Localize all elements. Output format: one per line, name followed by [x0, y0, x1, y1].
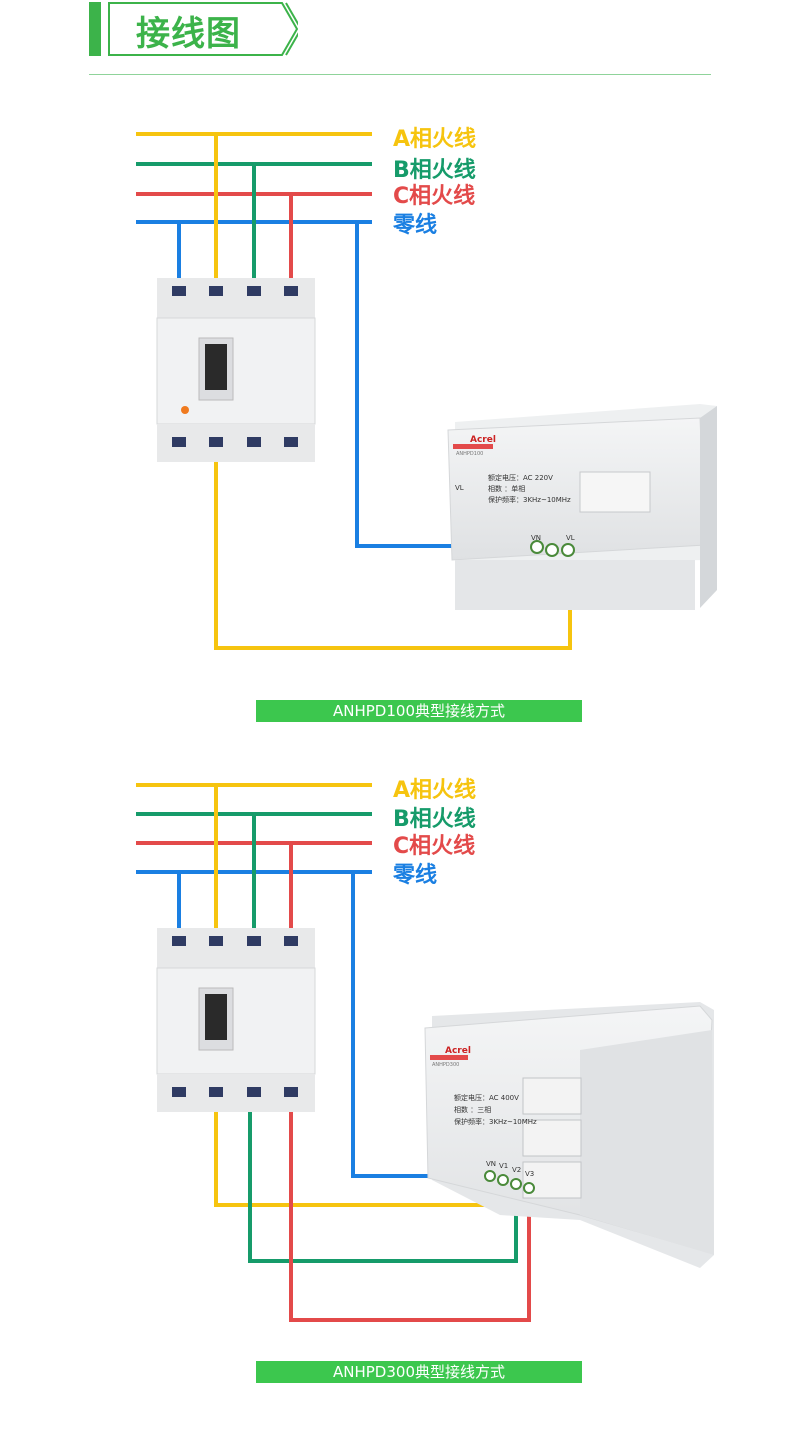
circuit-breaker-2 [156, 928, 316, 1112]
legend-neutral: 零线 [393, 213, 438, 238]
legend-phase-b-2: B相火线 [393, 807, 476, 832]
device1-terminal-vn: VN [531, 534, 541, 542]
device2-terminal-v1: V1 [499, 1162, 508, 1170]
legend-phase-c: C相火线 [393, 184, 476, 209]
legend-phase-a: A相火线 [393, 127, 477, 152]
device2-model: ANHPD300 [432, 1062, 459, 1068]
legend-phase-c-2: C相火线 [393, 834, 476, 859]
device1-spec-0: 额定电压：AC 220V [488, 473, 553, 482]
header-accent-bar [89, 2, 101, 56]
device2-terminal-vn: VN [486, 1160, 496, 1168]
device2-spec-1: 相数 ：三相 [454, 1105, 491, 1114]
legend-phase-b: B相火线 [393, 158, 476, 183]
device2-terminal-v2: V2 [512, 1166, 521, 1174]
device2-spec-2: 保护频率：3KHz~10MHz [454, 1117, 537, 1126]
legend-neutral-2: 零线 [393, 863, 438, 888]
device1-model: ANHPD100 [456, 451, 483, 457]
diagram-anhpd100: Acrel ANHPD100 额定电压：AC 220V 相数 ：单相 保护频率：… [136, 132, 717, 650]
spd-device-anhpd100: Acrel ANHPD100 额定电压：AC 220V 相数 ：单相 保护频率：… [447, 404, 717, 610]
device2-brand: Acrel [445, 1046, 471, 1056]
device1-side-label: VL [455, 484, 464, 492]
header-divider [89, 74, 711, 75]
device1-spec-1: 相数 ：单相 [488, 484, 525, 493]
header-tab-frame [108, 2, 298, 56]
device1-terminal-vl: VL [566, 534, 575, 542]
page-title: 接线图 [136, 14, 241, 54]
device1-spec-2: 保护频率：3KHz~10MHz [488, 495, 571, 504]
caption-anhpd100: ANHPD100典型接线方式 [256, 700, 582, 722]
circuit-breaker-1 [156, 278, 316, 462]
device2-terminal-v3: V3 [525, 1170, 534, 1178]
caption-anhpd300: ANHPD300典型接线方式 [256, 1361, 582, 1383]
diagram-anhpd300: Acrel ANHPD300 额定电压：AC 400V 相数 ：三相 保护频率：… [136, 783, 714, 1322]
spd-device-anhpd300: Acrel ANHPD300 额定电压：AC 400V 相数 ：三相 保护频率：… [424, 1002, 714, 1268]
legend-phase-a-2: A相火线 [393, 778, 477, 803]
device2-spec-0: 额定电压：AC 400V [454, 1093, 519, 1102]
device1-brand: Acrel [470, 435, 496, 445]
